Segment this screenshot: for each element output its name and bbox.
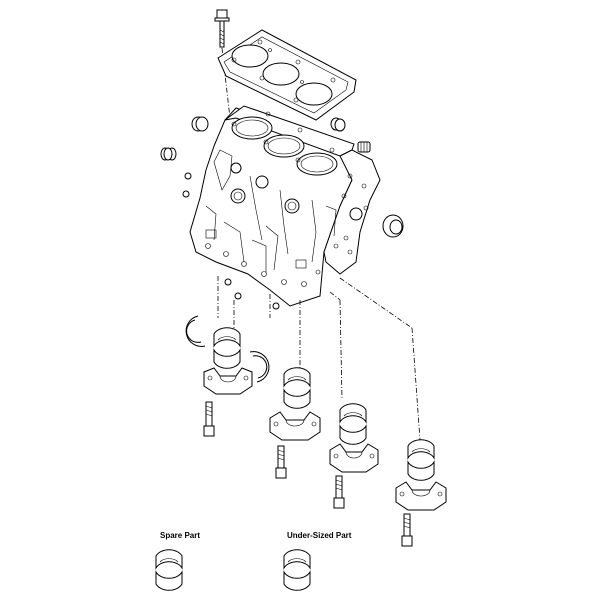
main-bearing-bolt-1 bbox=[203, 401, 215, 437]
head-gasket bbox=[217, 29, 357, 121]
thrust-washer-left bbox=[185, 315, 206, 347]
main-bearing-upper-3 bbox=[339, 403, 367, 424]
main-bearing-bolt-3 bbox=[333, 475, 345, 509]
small-plug-screws bbox=[182, 172, 280, 310]
main-bearing-cap-3 bbox=[329, 443, 379, 473]
head-bolt bbox=[214, 9, 230, 48]
thrust-washer-right bbox=[249, 351, 270, 383]
main-bearing-lower-3 bbox=[339, 424, 367, 445]
main-bearing-bolt-2 bbox=[275, 445, 287, 479]
main-bearing-cap-1 bbox=[203, 367, 253, 395]
main-bearing-lower-2 bbox=[283, 388, 311, 409]
oil-seal-left bbox=[160, 147, 177, 161]
camshaft-bushing bbox=[382, 214, 404, 238]
main-bearing-upper-2 bbox=[283, 367, 311, 388]
spare-part-caption: Spare Part bbox=[160, 531, 201, 540]
main-bearing-upper-1 bbox=[213, 327, 241, 348]
core-plug-left bbox=[191, 116, 209, 132]
main-bearing-upper-4 bbox=[407, 439, 435, 460]
under-sized-bearing-shell bbox=[283, 549, 311, 591]
under-sized-part-caption: Under-Sized Part bbox=[287, 531, 352, 540]
main-bearing-lower-4 bbox=[407, 460, 435, 481]
spare-bearing-shell bbox=[155, 549, 183, 591]
core-plug-right bbox=[330, 117, 346, 132]
cylinder-block bbox=[189, 105, 381, 307]
main-bearing-bolt-4 bbox=[401, 513, 413, 547]
main-bearing-cap-2 bbox=[269, 411, 321, 441]
main-bearing-lower-1 bbox=[213, 348, 241, 369]
plug-screw-right bbox=[357, 141, 371, 153]
main-bearing-cap-4 bbox=[395, 481, 447, 511]
